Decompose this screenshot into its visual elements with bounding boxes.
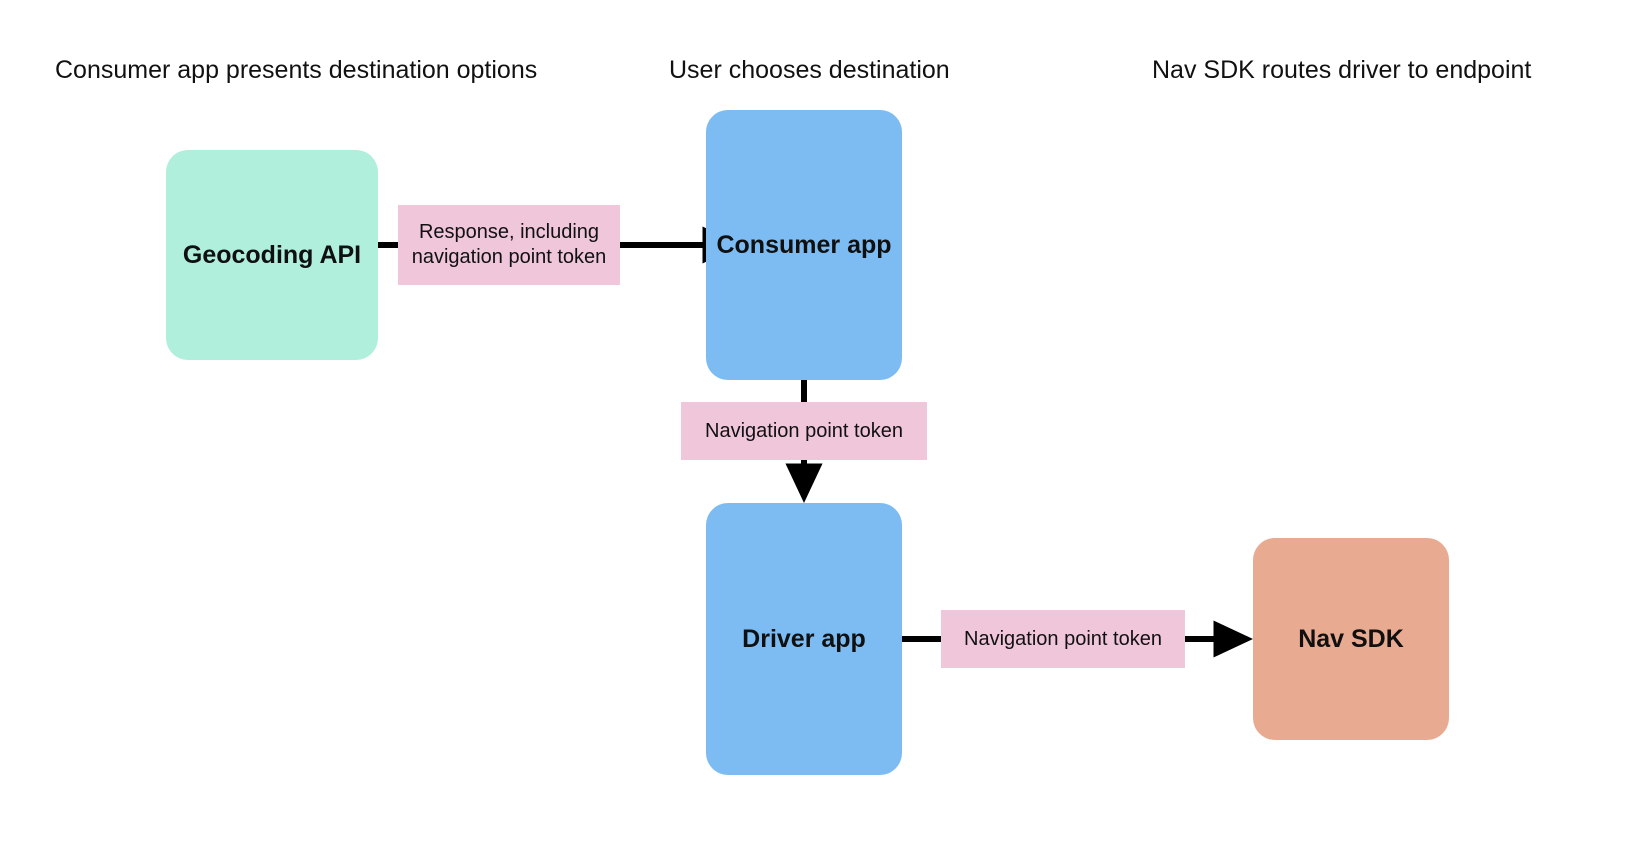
node-nav-sdk-label: Nav SDK	[1298, 624, 1404, 653]
node-nav-sdk[interactable]: Nav SDK	[1253, 538, 1449, 740]
node-geocoding-api-label: Geocoding API	[182, 240, 362, 269]
edge-label-response-text: Response, including navigation point tok…	[411, 221, 607, 268]
node-driver-app-label: Driver app	[742, 624, 866, 653]
edge-label-navigation-point-token-consumer-to-driver: Navigation point token	[681, 402, 927, 460]
stage-heading-consumer-options: Consumer app presents destination option…	[55, 56, 538, 84]
edge-label-navigation-point-token-text-1: Navigation point token	[705, 419, 903, 442]
edge-label-response-including-navigation-point-token: Response, including navigation point tok…	[398, 205, 620, 285]
stage-heading-navsdk-routes: Nav SDK routes driver to endpoint	[1152, 56, 1532, 84]
node-geocoding-api[interactable]: Geocoding API	[166, 150, 378, 360]
edge-label-navigation-point-token-driver-to-navsdk: Navigation point token	[941, 610, 1185, 668]
stage-heading-user-chooses: User chooses destination	[669, 56, 950, 84]
node-consumer-app[interactable]: Consumer app	[706, 110, 902, 380]
node-consumer-app-label: Consumer app	[716, 230, 892, 259]
edge-label-navigation-point-token-text-2: Navigation point token	[964, 627, 1162, 650]
node-driver-app[interactable]: Driver app	[706, 503, 902, 775]
